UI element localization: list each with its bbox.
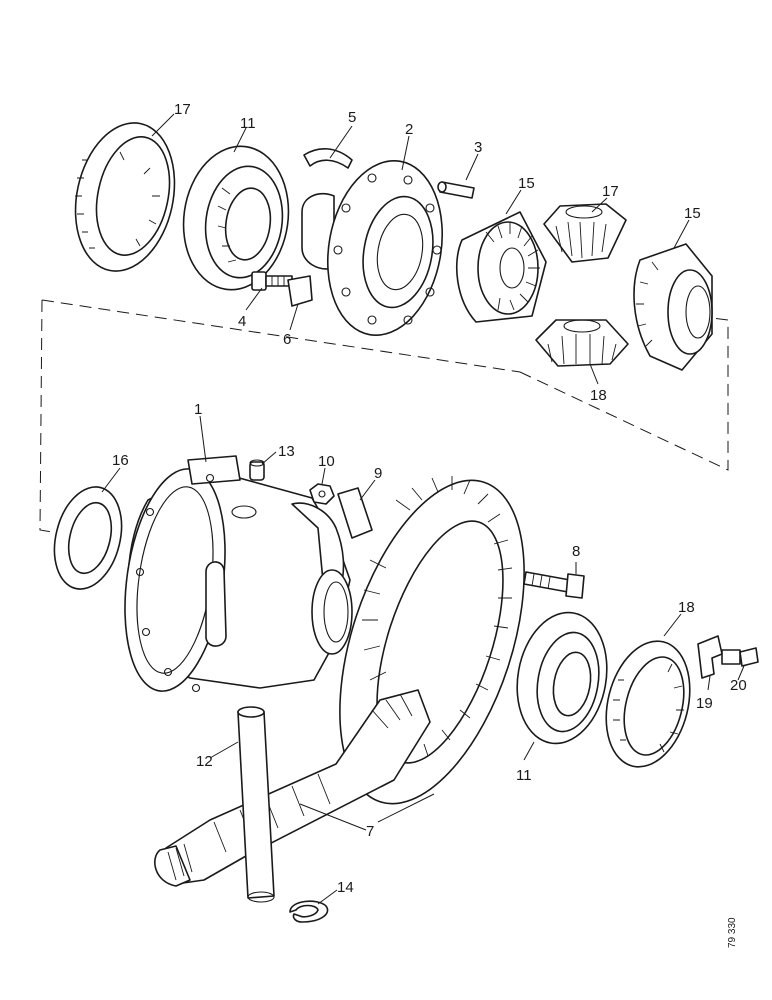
callout-11-top: 11 — [240, 115, 256, 132]
callout-3: 3 — [474, 139, 482, 156]
tab-washer-part — [287, 275, 313, 307]
cross-pin-part — [437, 181, 475, 199]
callout-leader-lines — [101, 113, 745, 905]
callout-16: 16 — [112, 452, 129, 469]
callout-19: 19 — [696, 695, 713, 712]
callout-8: 8 — [572, 543, 580, 560]
nut-part — [309, 483, 335, 505]
callout-12: 12 — [196, 753, 213, 770]
cross-shaft-part — [237, 706, 275, 903]
differential-case-main — [124, 455, 353, 693]
callout-2: 2 — [405, 121, 413, 138]
callout-17-top: 17 — [602, 183, 619, 200]
taper-bearing-top — [182, 145, 290, 291]
lock-plate-part — [303, 148, 353, 169]
callout-labels: 17 11 5 2 3 15 17 15 4 6 18 1 16 13 10 9… — [112, 101, 747, 896]
callout-20: 20 — [730, 677, 747, 694]
screw-part-20 — [721, 647, 759, 667]
assembly-boundary-dashed-line — [39, 299, 729, 533]
pinion-gear-bottom — [535, 319, 629, 367]
differential-case-half — [301, 159, 444, 337]
callout-5: 5 — [348, 109, 356, 126]
taper-bearing-bottom — [516, 611, 608, 745]
callout-7: 7 — [366, 823, 374, 840]
callout-15-left: 15 — [518, 175, 535, 192]
bolt-part-4 — [251, 271, 293, 291]
pinion-gear-top — [543, 203, 627, 263]
callout-15-right: 15 — [684, 205, 701, 222]
figure-reference-code: 79 330 — [727, 917, 738, 948]
side-gear-right — [633, 243, 713, 371]
dowel-pin-part — [249, 459, 265, 481]
callout-4: 4 — [238, 313, 246, 330]
side-gear-left — [456, 211, 547, 323]
callout-6: 6 — [283, 331, 291, 348]
callout-14: 14 — [337, 879, 354, 896]
callout-10: 10 — [318, 453, 335, 470]
circlip-part — [289, 900, 329, 923]
lock-tab-part — [697, 635, 723, 679]
callout-1: 1 — [194, 401, 202, 418]
callout-11-bottom: 11 — [516, 767, 532, 784]
callout-18-top: 17 — [174, 101, 191, 118]
callout-13: 13 — [278, 443, 295, 460]
callout-17-bottom: 18 — [590, 387, 607, 404]
bolt-part-8 — [523, 571, 585, 599]
adjusting-ring-nut-top — [74, 122, 176, 272]
lock-washer-plate-part — [337, 487, 373, 539]
callout-9: 9 — [374, 465, 382, 482]
callout-18-bottom: 18 — [678, 599, 695, 616]
thrust-washer-part — [53, 486, 123, 590]
adjusting-ring-nut-bottom — [605, 640, 691, 768]
